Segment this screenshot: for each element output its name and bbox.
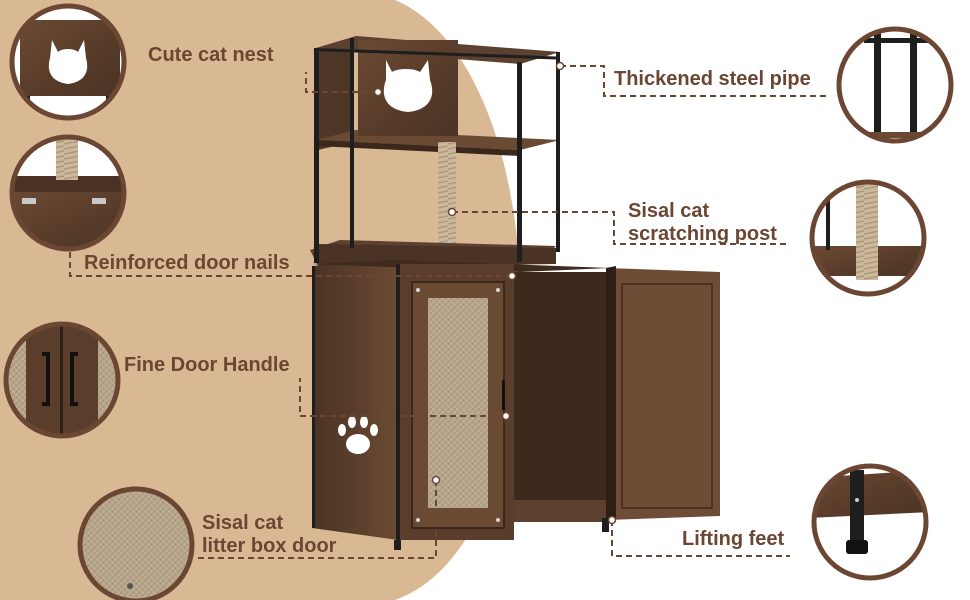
cat-nest (358, 40, 458, 136)
cabinet-body (312, 260, 720, 550)
label-scratching-post-line1: Sisal cat (628, 200, 710, 222)
label-door-nails: Reinforced door nails (84, 252, 290, 274)
callout-lifting-feet (811, 463, 929, 581)
label-door-handle: Fine Door Handle (124, 354, 290, 376)
door-handle (502, 380, 505, 410)
tower-frame (310, 36, 560, 268)
scratching-post (438, 142, 456, 264)
cat-tree-cabinet (310, 36, 720, 550)
callout-cat-nest (9, 3, 127, 121)
callout-scratching-post (809, 179, 927, 297)
open-door (606, 266, 720, 522)
label-scratching-post: Sisal cat scratching post (628, 200, 777, 246)
cat-head-icon (383, 60, 433, 112)
callout-steel-pipe (836, 26, 954, 144)
paw-print-icon (338, 416, 378, 454)
label-scratching-post-line2: scratching post (628, 223, 777, 245)
callout-door-nails (9, 134, 127, 252)
label-cat-nest: Cute cat nest (148, 44, 274, 66)
callout-sisal-door (77, 486, 195, 600)
label-steel-pipe: Thickened steel pipe (614, 68, 811, 90)
label-litter-door-line2: litter box door (202, 535, 337, 557)
label-litter-door-line1: Sisal cat (202, 512, 284, 534)
leader-lines (69, 65, 830, 559)
label-lifting-feet: Lifting feet (682, 528, 785, 550)
anchor-dots (373, 61, 617, 525)
callout-door-handle (3, 321, 121, 439)
label-litter-door: Sisal cat litter box door (202, 512, 336, 558)
litter-box-door (411, 281, 505, 529)
